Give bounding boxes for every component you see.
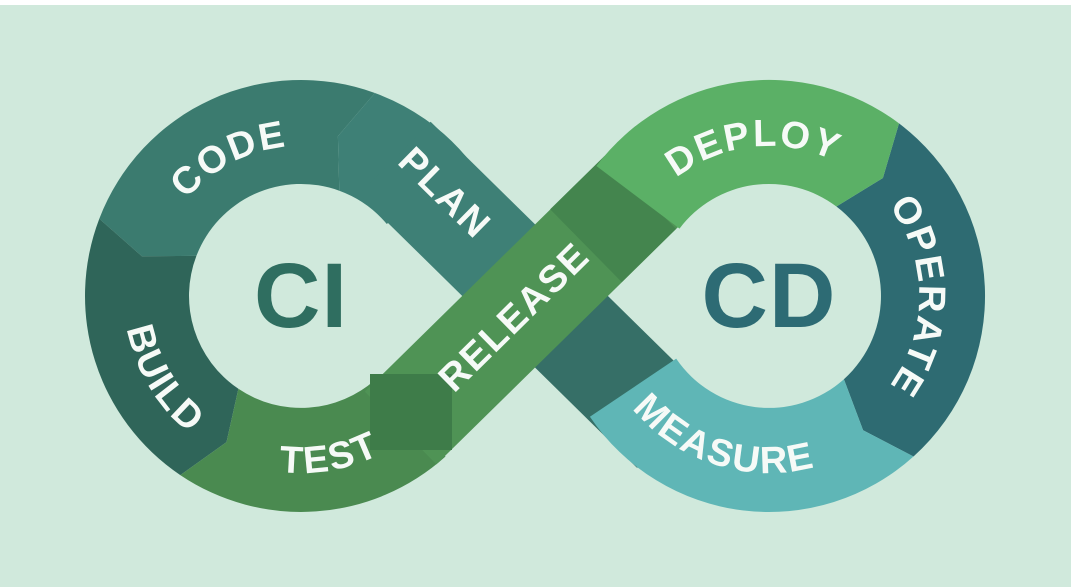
- top-margin: [0, 0, 1071, 5]
- ci-label: CI: [254, 245, 348, 347]
- code-segment: [99, 79, 375, 257]
- cd-label: CD: [702, 245, 837, 347]
- deploy-segment: [596, 79, 899, 229]
- build-segment: [85, 218, 239, 476]
- release-deploy-transition: [550, 156, 676, 283]
- test-release-transition: [370, 374, 452, 450]
- measure-segment: [589, 358, 914, 512]
- operate-segment: [836, 123, 986, 457]
